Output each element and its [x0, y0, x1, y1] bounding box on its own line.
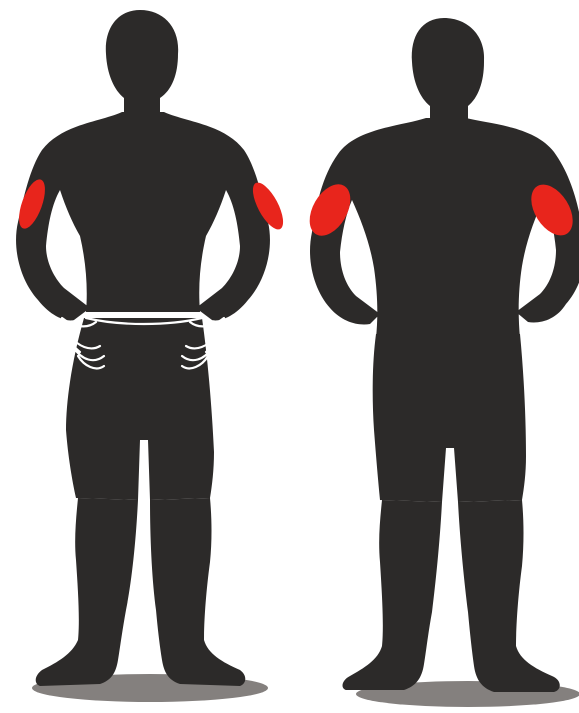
back-right-leg	[458, 500, 560, 692]
front-torso	[16, 112, 270, 320]
back-torso	[310, 118, 579, 338]
back-head	[412, 18, 484, 126]
front-left-leg	[36, 498, 138, 686]
back-left-leg	[343, 500, 442, 690]
front-shorts	[66, 318, 214, 500]
back-view-figure	[301, 18, 579, 707]
front-head	[106, 10, 178, 120]
front-view-figure	[14, 10, 289, 702]
front-right-leg	[150, 498, 245, 686]
back-shorts	[373, 334, 526, 502]
